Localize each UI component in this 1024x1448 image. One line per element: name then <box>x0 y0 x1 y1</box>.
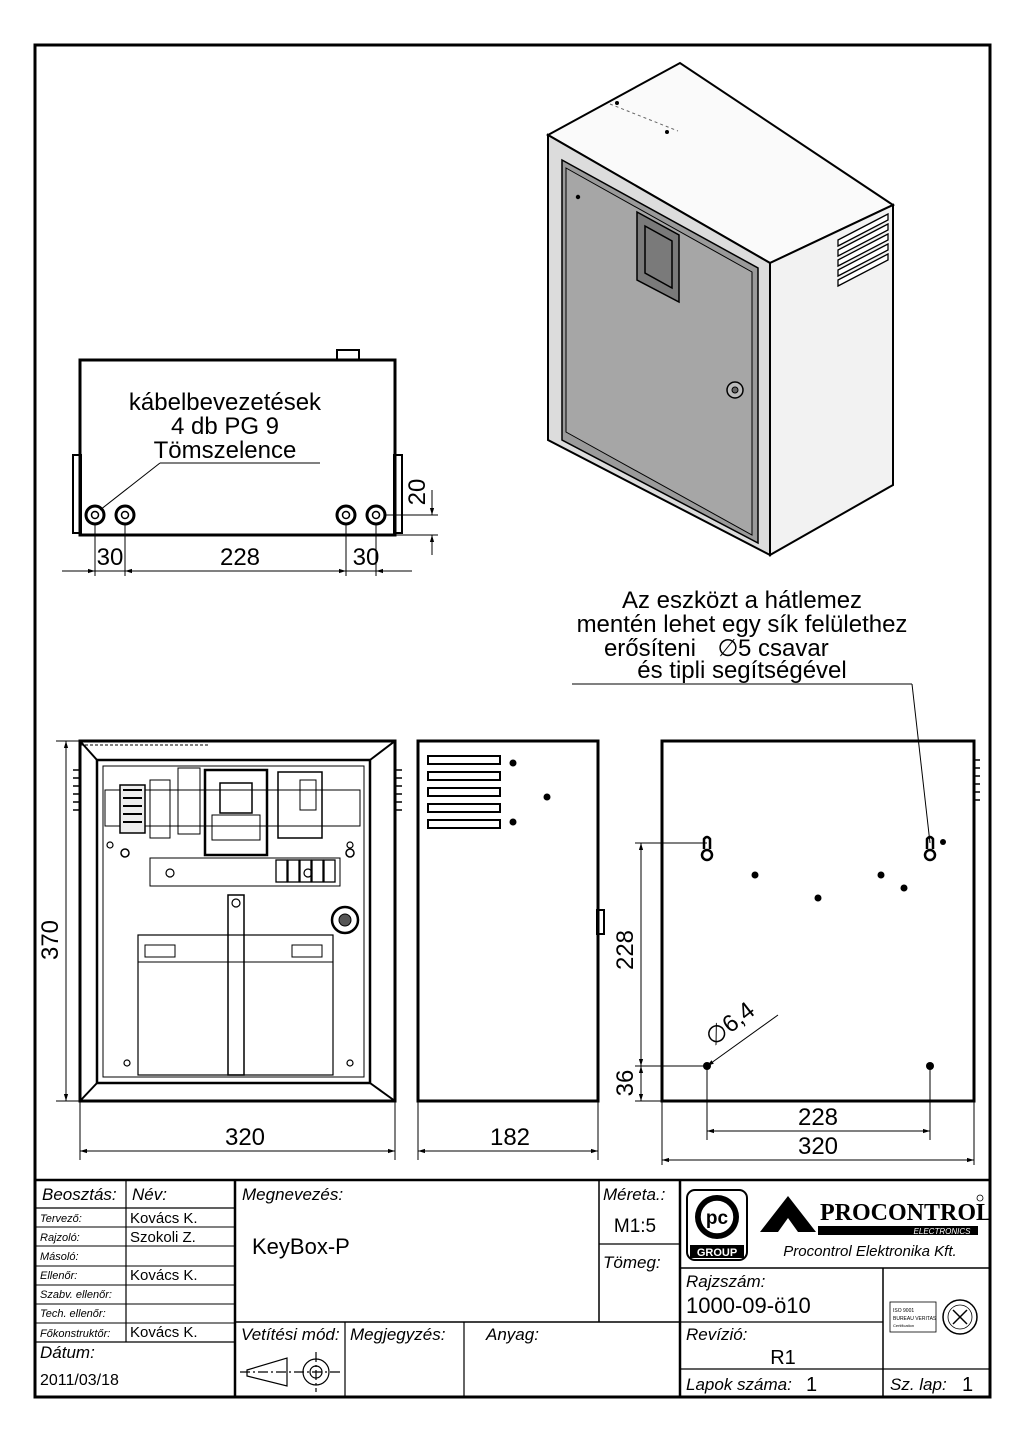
szlap-value: 1 <box>962 1374 973 1396</box>
note-line-3-suffix: 5 csavar <box>738 635 829 662</box>
terminal-block <box>275 859 336 883</box>
dim-228-vertical: 228 <box>612 930 639 970</box>
dim-30-left: 30 <box>97 544 124 571</box>
callout-line-3: Tömszelence <box>154 437 297 464</box>
vent-slots <box>837 212 889 288</box>
role-label: Másoló: <box>40 1251 79 1263</box>
iso-certification-badge: ISO 9001 BUREAU VERITAS Certification <box>889 1299 978 1335</box>
role-label: Főkonstruktőr: <box>40 1328 110 1340</box>
cable-gland <box>335 504 357 526</box>
dim-hole-diameter: ∅6,4 <box>701 997 760 1052</box>
note-line-4: és tipli segítségével <box>637 657 846 684</box>
projection-symbol <box>240 1352 340 1392</box>
role-label: Tech. ellenőr: <box>40 1308 106 1320</box>
vetitesi-label: Vetítési mód: <box>241 1325 340 1344</box>
product-name: KeyBox-P <box>252 1234 350 1259</box>
dim-228-horizontal: 228 <box>798 1104 838 1131</box>
pc-group-logo: pc GROUP <box>686 1189 748 1261</box>
iso-line-3: Certification <box>893 1323 914 1328</box>
mounting-note: Az eszközt a hátlemez mentén lehet egy s… <box>572 587 931 844</box>
procontrol-logo: PROCONTROL ELECTRONICS <box>760 1194 992 1236</box>
dim-370: 370 <box>37 920 64 960</box>
szlap-label: Sz. lap: <box>890 1375 947 1394</box>
role-name: Kovács K. <box>130 1210 198 1227</box>
role-label: Ellenőr: <box>40 1270 77 1282</box>
note-line-2: mentén lehet egy sík felülethez <box>577 611 908 638</box>
dim-228-top: 228 <box>220 544 260 571</box>
callout-line-2: 4 db PG 9 <box>171 413 279 440</box>
role-label: Rajzoló: <box>40 1232 80 1244</box>
iso-line-2: BUREAU VERITAS <box>893 1316 937 1322</box>
company-name: Procontrol Elektronika Kft. <box>783 1243 956 1260</box>
lapok-label: Lapok száma: <box>686 1375 792 1394</box>
dim-30-right: 30 <box>353 544 380 571</box>
top-view: kábelbevezetések 4 db PG 9 Tömszelence 3… <box>62 349 438 576</box>
back-view: ∅6,4 228 36 228 320 <box>612 739 980 1165</box>
vent-slots <box>427 755 501 829</box>
title-block: Beosztás: Név: Tervező: Kovács K. Rajzol… <box>35 1178 992 1397</box>
revision-value: R1 <box>770 1347 796 1369</box>
revizio-label: Revízió: <box>686 1325 748 1344</box>
tomeg-label: Tömeg: <box>603 1253 661 1272</box>
anyag-label: Anyag: <box>485 1325 539 1344</box>
note-line-3-prefix: erősíteni <box>604 635 696 662</box>
brand-name: PROCONTROL <box>820 1200 992 1226</box>
datum-value: 2011/03/18 <box>40 1372 119 1389</box>
role-name: Kovács K. <box>130 1324 198 1341</box>
mereta-value: M1:5 <box>614 1216 656 1237</box>
keyhole-slot <box>923 835 937 862</box>
dim-320-back: 320 <box>798 1133 838 1160</box>
role-name: Kovács K. <box>130 1267 198 1284</box>
role-label: Tervező: <box>40 1213 82 1225</box>
note-line-1: Az eszközt a hátlemez <box>622 587 862 614</box>
drawing-number: 1000-09-ö10 <box>686 1293 811 1318</box>
brand-sub: ELECTRONICS <box>914 1227 972 1236</box>
iso-line-1: ISO 9001 <box>893 1308 914 1314</box>
megnevezes-label: Megnevezés: <box>242 1185 343 1204</box>
mereta-label: Méreta.: <box>603 1185 666 1204</box>
cable-gland <box>84 504 106 526</box>
isometric-view <box>545 61 896 557</box>
sheet-border <box>33 43 992 1399</box>
nev-label: Név: <box>132 1185 167 1204</box>
rajzszam-label: Rajzszám: <box>686 1272 766 1291</box>
datum-label: Dátum: <box>40 1343 95 1362</box>
diameter-symbol: ∅ <box>718 635 739 662</box>
beosztas-label: Beosztás: <box>42 1185 117 1204</box>
logo-group-text: GROUP <box>697 1247 737 1259</box>
svg-text:pc: pc <box>706 1208 729 1229</box>
cable-gland <box>365 504 387 526</box>
lapok-value: 1 <box>806 1374 817 1396</box>
dim-20: 20 <box>404 479 431 506</box>
megjegyzes-label: Megjegyzés: <box>350 1325 446 1344</box>
callout-line-1: kábelbevezetések <box>129 389 322 416</box>
dim-320-front: 320 <box>225 1124 265 1151</box>
dim-182: 182 <box>490 1124 530 1151</box>
cable-gland <box>114 504 136 526</box>
role-name: Szokoli Z. <box>130 1229 196 1246</box>
role-label: Szabv. ellenőr: <box>40 1289 112 1301</box>
front-view: 370 320 <box>37 739 402 1160</box>
keyhole-slot <box>700 835 714 862</box>
dim-36: 36 <box>612 1070 639 1097</box>
side-view: 182 <box>416 739 605 1160</box>
